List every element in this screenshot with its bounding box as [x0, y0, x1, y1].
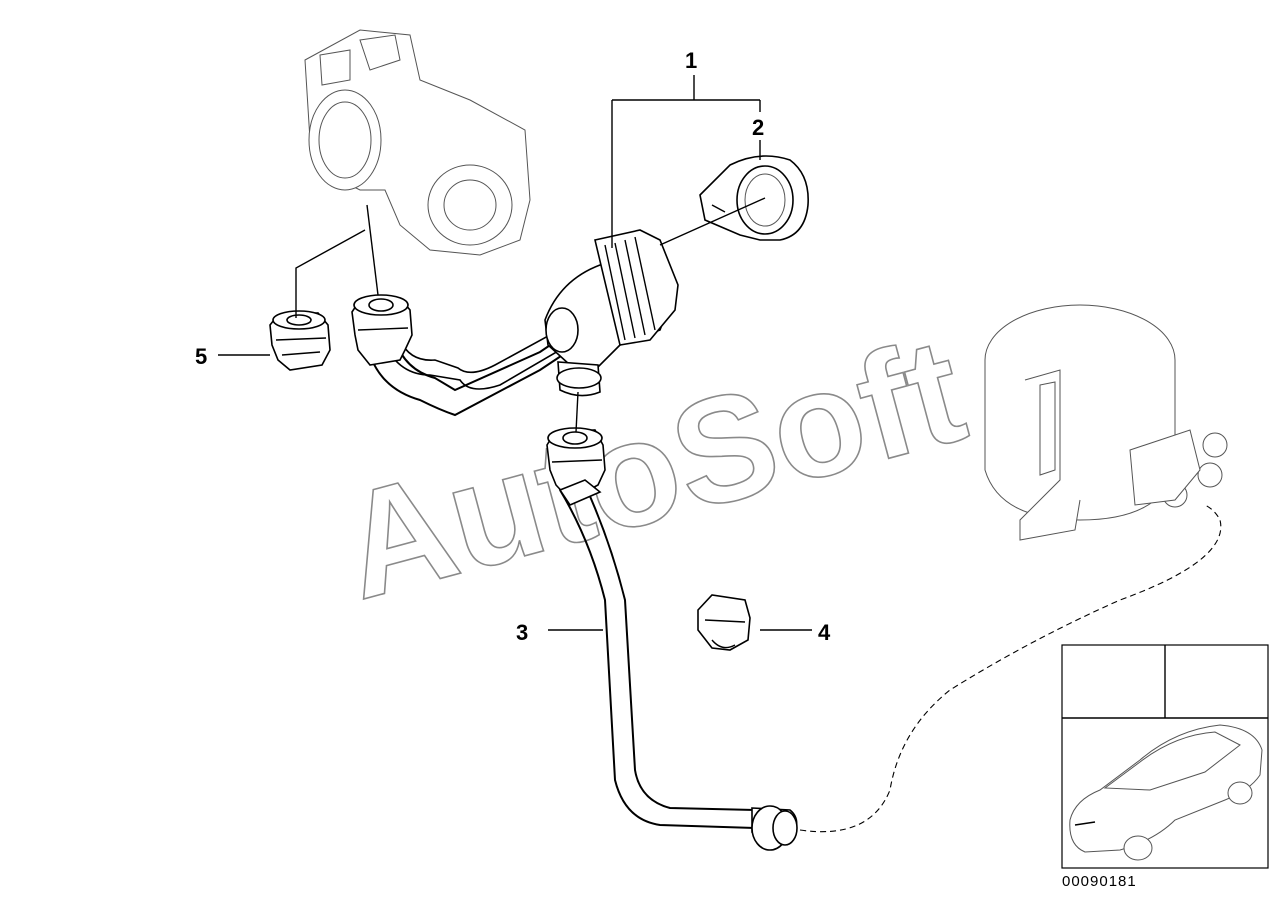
part-4-clip: [697, 594, 751, 651]
watermark-text: AutoSoft: [325, 305, 980, 631]
leader-throttle-5: [295, 229, 366, 318]
part-3-hose: [559, 484, 798, 851]
leader-throttle: [366, 204, 379, 296]
callout-leaders: [218, 75, 812, 631]
leader-valve-lower: [575, 391, 579, 433]
callout-5: 5: [195, 344, 207, 369]
vehicle-reference-box: [1061, 644, 1269, 869]
callout-2: 2: [752, 115, 764, 140]
part-1-valve: [544, 229, 679, 397]
watermark: AutoSoft: [324, 304, 981, 632]
callout-3: 3: [516, 620, 528, 645]
hose-connector-lower: [546, 427, 606, 506]
part-5-connector: [269, 310, 331, 371]
car-icon: [1069, 724, 1263, 861]
hose-connector-upper: [351, 294, 413, 366]
connection-dashed-line: [799, 504, 1222, 833]
leader-clamp-valve: [659, 197, 766, 246]
part-2-clamp: [699, 155, 809, 241]
callout-4: 4: [818, 620, 831, 645]
throttle-body: [304, 29, 531, 256]
callout-1: 1: [685, 48, 697, 73]
catalog-number: 00090181: [1062, 873, 1137, 890]
charcoal-canister: [984, 304, 1228, 541]
